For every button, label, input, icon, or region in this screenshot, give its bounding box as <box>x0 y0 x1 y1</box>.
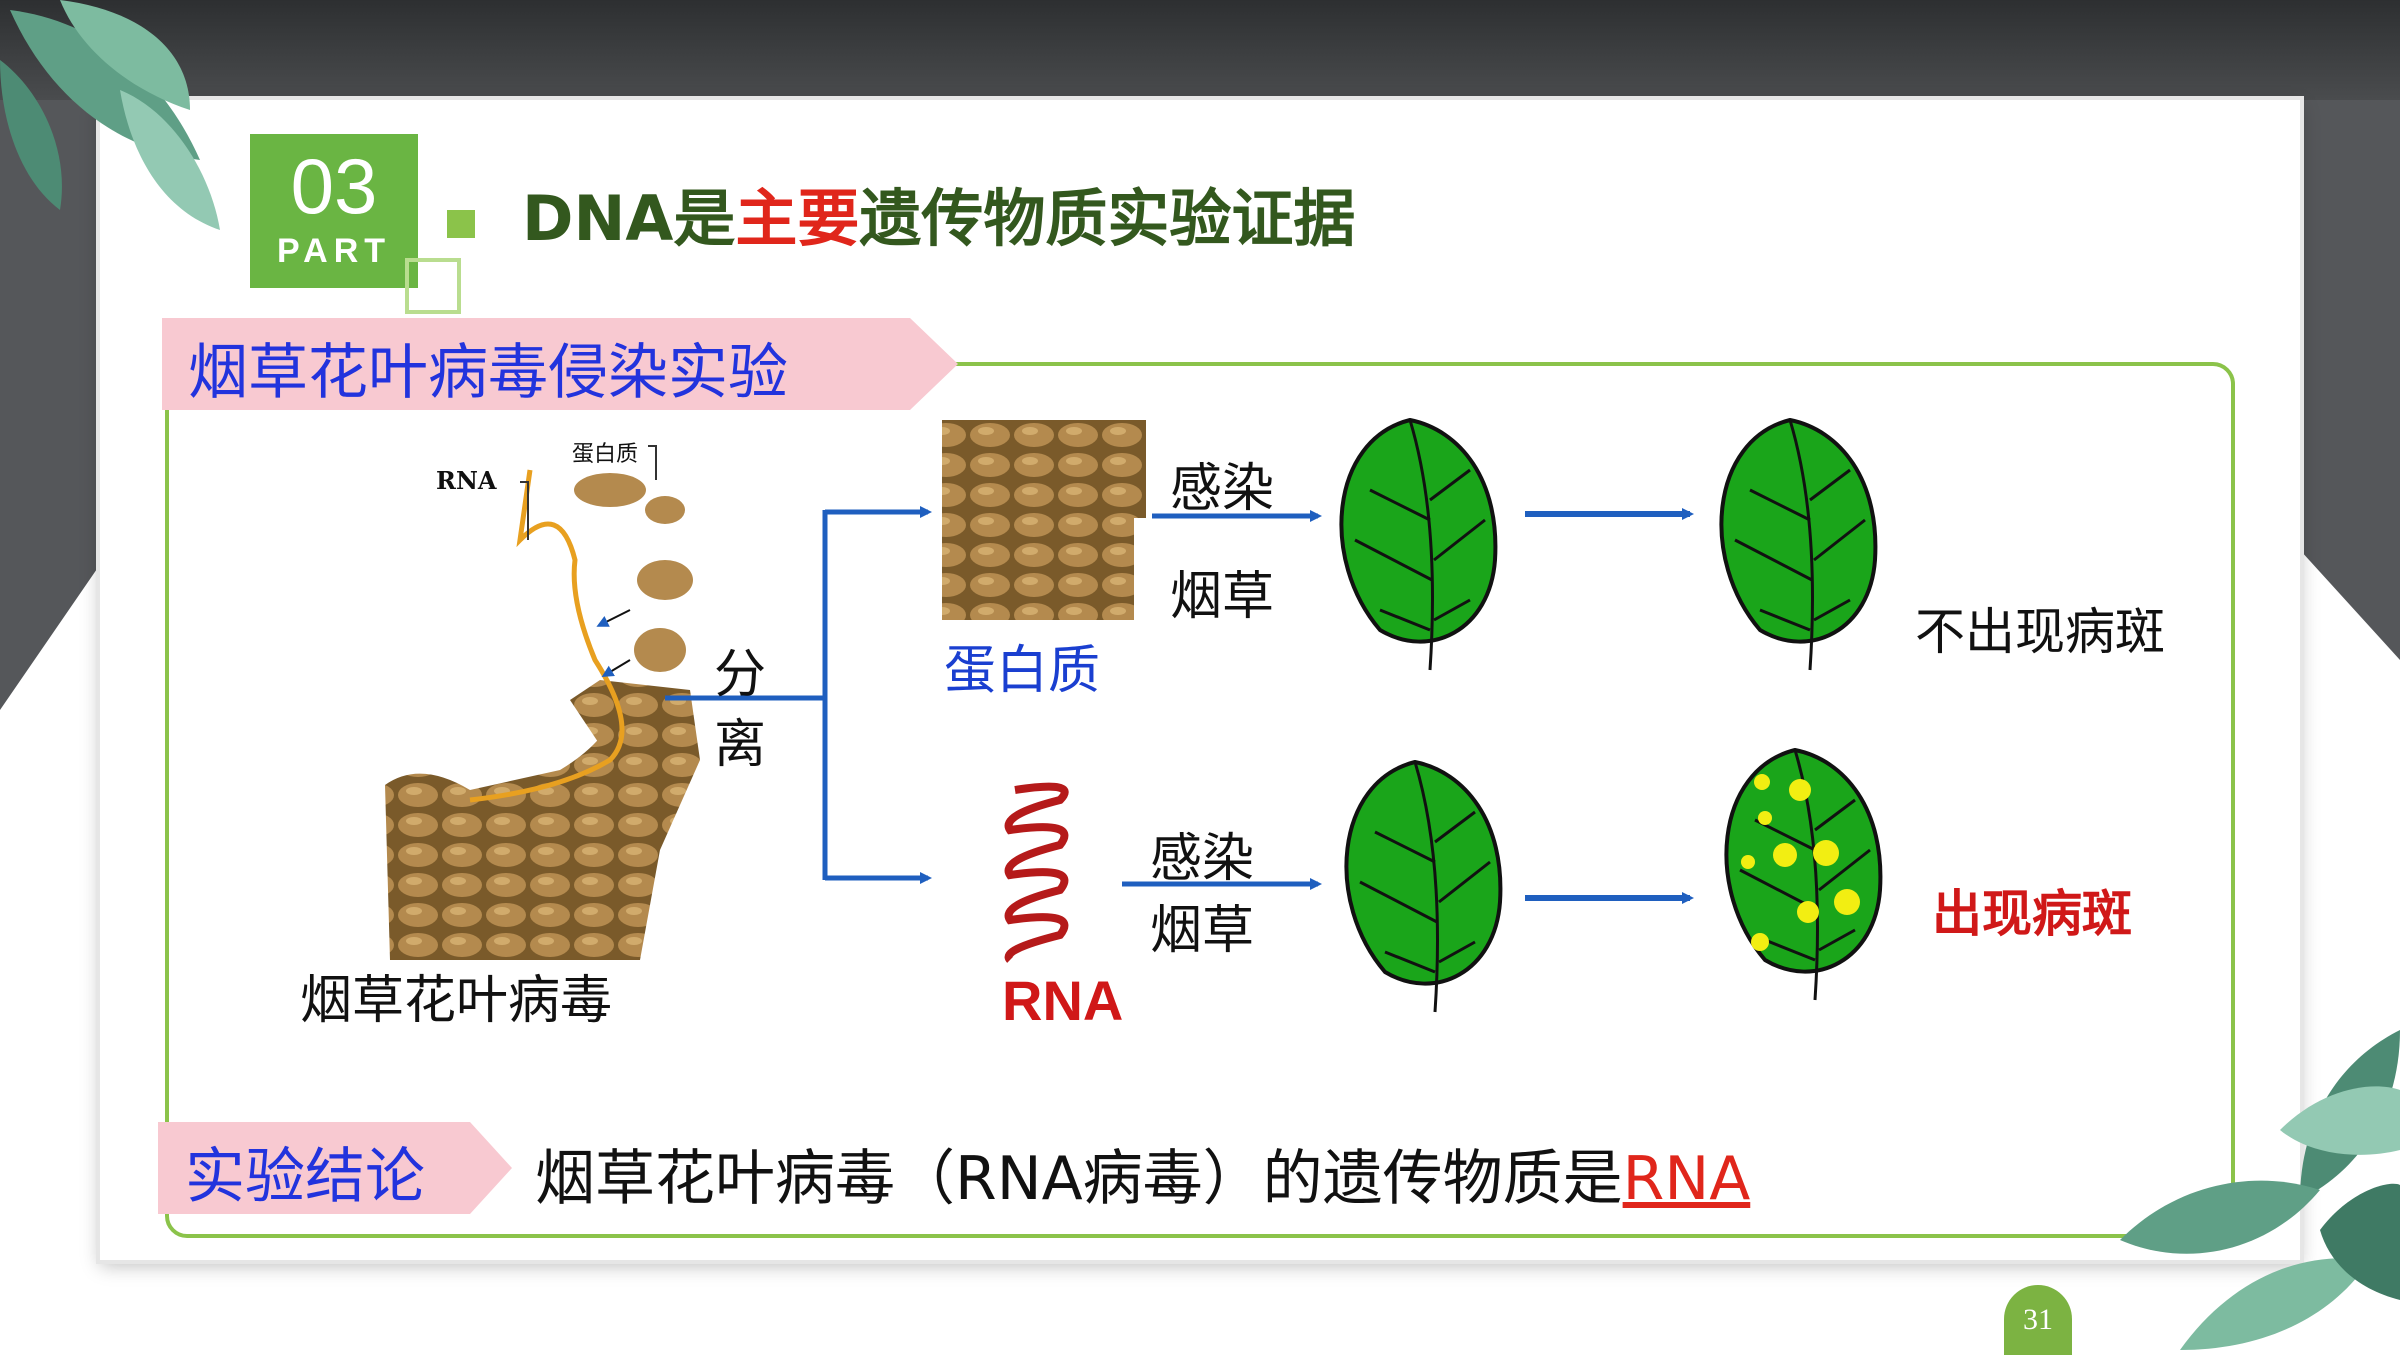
conclusion-text: 烟草花叶病毒（RNA病毒）的遗传物质是RNA <box>535 1130 1750 1217</box>
section-ribbon-shape <box>162 318 958 410</box>
bottom-result-label: 出现病斑 <box>1932 884 2132 943</box>
background-top-band <box>0 0 2400 100</box>
title-emphasis: 主要 <box>735 182 860 255</box>
leaf-bottom-2-spotted-icon <box>1724 747 1883 1001</box>
top-action-line1: 感染 <box>1170 459 1275 519</box>
separate-label-1: 分 <box>714 645 767 705</box>
leaf-top-2-icon <box>1719 417 1878 671</box>
virus-name-label: 烟草花叶病毒 <box>300 971 613 1031</box>
separation-arrows <box>665 506 932 884</box>
title-suffix: 遗传物质实验证据 <box>859 182 1356 255</box>
leaf-bottom-1-icon <box>1344 759 1503 1013</box>
protein-capsid-block <box>942 420 1146 620</box>
rna-callout-label: RNA <box>436 466 497 495</box>
part-label: PART <box>276 232 392 270</box>
part-number: 03 <box>290 142 378 230</box>
badge-accent-square <box>447 210 475 238</box>
page-number: 31 <box>2004 1285 2072 1355</box>
background-right-corner <box>2300 550 2400 660</box>
conclusion-highlight: RNA <box>1622 1144 1751 1214</box>
separate-label-2: 离 <box>714 715 767 775</box>
top-result-label: 不出现病斑 <box>1915 603 2165 661</box>
bottom-action-line2: 烟草 <box>1150 901 1255 961</box>
disease-spots <box>1741 774 1860 951</box>
section-label: 烟草花叶病毒侵染实验 <box>188 338 788 408</box>
rna-strand <box>469 469 625 803</box>
rna-component-label: RNA <box>1002 969 1124 1032</box>
leaf-top-1-icon <box>1339 417 1498 671</box>
background-left-corner <box>0 550 110 710</box>
top-action-line2: 烟草 <box>1170 567 1275 627</box>
conclusion-ribbon-shape <box>158 1122 512 1214</box>
leaf-cluster-top-left-icon <box>0 0 220 230</box>
slide-card <box>100 100 2300 1260</box>
conclusion-body: 烟草花叶病毒（RNA病毒）的遗传物质是 <box>535 1144 1623 1214</box>
protein-callout-label: 蛋白质 <box>572 442 639 467</box>
bottom-action-line1: 感染 <box>1150 829 1255 889</box>
badge-outline-square <box>405 258 461 314</box>
tobacco-mosaic-virus-illustration <box>385 445 700 960</box>
part-badge: 03 PART <box>250 134 418 288</box>
protein-subunit <box>574 473 646 507</box>
content-frame <box>165 362 2235 1238</box>
protein-component-label: 蛋白质 <box>944 641 1101 701</box>
title-prefix: DNA是 <box>522 182 736 255</box>
leaf-cluster-bottom-right-icon <box>2120 1030 2400 1350</box>
background-right-panel <box>2300 100 2400 550</box>
conclusion-label: 实验结论 <box>185 1142 425 1212</box>
rna-coil-illustration <box>1004 782 1069 963</box>
slide-title: DNA是主要遗传物质实验证据 <box>522 168 1355 258</box>
